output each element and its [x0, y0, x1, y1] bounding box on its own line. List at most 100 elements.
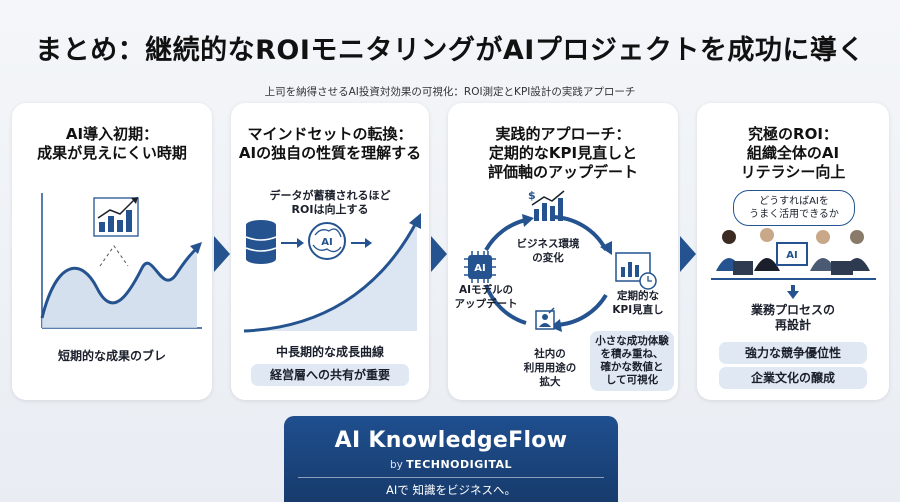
- cycle-label-line: アップデート: [454, 298, 518, 310]
- card-practical-approach: 実践的アプローチ： 定期的なKPI見直しと 評価軸のアップデート $ AI: [448, 103, 678, 400]
- dashed-pointer: [99, 245, 129, 267]
- flow-arrowhead-icon: [365, 238, 372, 248]
- executive-sharing-pill: 経営層への共有が重要: [251, 364, 409, 386]
- note-line: を積み重ね、: [600, 348, 664, 360]
- user-expand-icon: [535, 307, 555, 330]
- cycle-arc-bottom-left: [484, 284, 527, 325]
- brand-byline: by TECHNODIGITAL: [284, 458, 618, 471]
- byline-prefix: by: [389, 459, 403, 471]
- growth-curve-illustration: AI: [243, 213, 421, 333]
- card-heading-line: リテラシー向上: [740, 163, 846, 181]
- volatile-curve: [40, 246, 199, 319]
- cycle-label-line: 利用用途の: [523, 362, 577, 374]
- company-name: TECHNODIGITAL: [406, 458, 513, 471]
- card-heading-line: AIの独自の性質を理解する: [238, 144, 422, 162]
- culture-building-pill: 企業文化の醸成: [719, 367, 867, 389]
- cycle-business-environment: ビジネス環境 の変化: [498, 237, 598, 265]
- down-arrow-icon: [787, 285, 799, 299]
- data-growth-note: データが蓄積されるほど ROIは向上する: [231, 189, 429, 217]
- growth-chart-icon: [531, 190, 565, 221]
- cycle-arc-top-left: [484, 218, 527, 252]
- dollar-icon: $: [528, 189, 536, 202]
- monitor-icon: [776, 242, 808, 266]
- card-heading-line: 評価軸のアップデート: [487, 163, 638, 181]
- kpi-dashboard-icon: [615, 252, 657, 290]
- mini-bar: [117, 220, 123, 232]
- card-heading-line: 定期的なKPI見直しと: [488, 144, 638, 162]
- volatile-growth-chart: [40, 193, 202, 329]
- competitive-advantage-pill: 強力な競争優位性: [719, 342, 867, 364]
- growth-area: [244, 221, 417, 331]
- note-line: ROIは向上する: [291, 203, 369, 216]
- mini-bar: [99, 222, 105, 232]
- card-heading-line: 究極のROI：: [748, 125, 838, 143]
- card-initial-phase: AI導入初期： 成果が見えにくい時期 短期的な成果のブレ: [12, 103, 212, 400]
- laptop-icon: [733, 261, 753, 275]
- card-caption: 短期的な成果のブレ: [57, 349, 166, 363]
- cycle-kpi-review: 定期的な KPI見直し: [598, 289, 678, 317]
- note-line: 確かな数値と: [600, 361, 664, 373]
- cycle-label-line: AIモデルの: [458, 284, 514, 296]
- card-heading: 究極のROI： 組織全体のAI リテラシー向上: [697, 125, 889, 182]
- flow-arrow-1: [214, 236, 230, 272]
- bubble-line: どうすればAIを: [759, 196, 829, 207]
- brain-icon: [308, 222, 346, 260]
- card-heading: AI導入初期： 成果が見えにくい時期: [12, 125, 212, 163]
- cycle-label-line: 拡大: [539, 376, 561, 388]
- card-heading: 実践的アプローチ： 定期的なKPI見直しと 評価軸のアップデート: [448, 125, 678, 182]
- cycle-label-line: の変化: [532, 252, 564, 264]
- cycle-label-line: ビジネス環境: [516, 238, 580, 250]
- card-caption: 中長期的な成長曲線: [275, 345, 384, 359]
- card-heading: マインドセットの転換： AIの独自の性質を理解する: [231, 125, 429, 163]
- caption-line: 業務プロセスの: [750, 303, 835, 317]
- note-line: して可視化: [605, 374, 659, 386]
- card-heading-line: 組織全体のAI: [746, 144, 840, 162]
- brand-logo-text: AI KnowledgeFlow: [334, 428, 568, 453]
- footer-divider: [298, 477, 604, 478]
- small-wins-note: 小さな成功体験 を積み重ね、 確かな数値と して可視化: [590, 331, 674, 391]
- card-mindset-shift: マインドセットの転換： AIの独自の性質を理解する データが蓄積されるほど RO…: [231, 103, 429, 400]
- card-heading-line: マインドセットの転換：: [247, 125, 413, 143]
- cycle-arrowhead: [600, 241, 612, 255]
- chart-arrowhead: [190, 242, 202, 254]
- growth-arrowhead: [409, 213, 421, 229]
- card-caption: 業務プロセスの 再設計: [697, 303, 889, 333]
- cycle-arc-bottom-right: [555, 293, 608, 327]
- page-title: まとめ：継続的なROIモニタリングがAIプロジェクトを成功に導く: [35, 35, 865, 66]
- question-bubble: どうすればAIを うまく活用できるか: [733, 190, 855, 226]
- volatile-curve-fill: [42, 248, 197, 328]
- card-heading-line: AI導入初期：: [65, 125, 159, 143]
- cycle-label-line: KPI見直し: [612, 304, 664, 316]
- brand-tagline: AIで 知識をビジネスへ。: [386, 483, 516, 497]
- person-icon: [810, 230, 836, 271]
- cycle-usage-expansion: 社内の 利用用途の 拡大: [512, 347, 588, 389]
- mini-bar: [126, 210, 132, 232]
- card-ultimate-roi: 究極のROI： 組織全体のAI リテラシー向上 どうすればAIを うまく活用でき…: [697, 103, 889, 400]
- mini-bar: [108, 216, 114, 232]
- person-icon: [754, 228, 780, 271]
- laptop-icon: [831, 261, 853, 275]
- cycle-arrowhead: [550, 319, 562, 332]
- bubble-line: うまく活用できるか: [749, 209, 839, 220]
- monitor-ai-label: AI: [786, 250, 797, 261]
- card-heading-line: 成果が見えにくい時期: [37, 144, 187, 162]
- ai-chip-icon: [464, 251, 496, 283]
- note-line: 小さな成功体験: [595, 335, 669, 347]
- mini-trend-line: [97, 199, 135, 219]
- cycle-model-update: AIモデルの アップデート: [448, 283, 524, 311]
- flow-arrow-3: [680, 236, 696, 272]
- cycle-arrowhead: [522, 214, 534, 227]
- note-line: データが蓄積されるほど: [269, 189, 391, 202]
- kpi-cycle-diagram: $ AI: [464, 189, 657, 332]
- team-collaboration-illustration: AI: [711, 228, 876, 280]
- growth-curve: [243, 220, 419, 333]
- brain-ai-label: AI: [321, 237, 332, 248]
- card-heading-line: 実践的アプローチ：: [495, 125, 631, 143]
- page-subtitle: 上司を納得させるAI投資対効果の可視化：ROI測定とKPI設計の実践アプローチ: [264, 86, 636, 98]
- caption-line: 再設計: [774, 318, 811, 332]
- mini-trend-arrowhead: [131, 197, 138, 204]
- brand-footer: AI KnowledgeFlow by TECHNODIGITAL AIで 知識…: [284, 416, 618, 502]
- cycle-label-line: 社内の: [534, 348, 566, 360]
- database-icon: [245, 220, 277, 264]
- ai-chip-label: AI: [474, 263, 485, 274]
